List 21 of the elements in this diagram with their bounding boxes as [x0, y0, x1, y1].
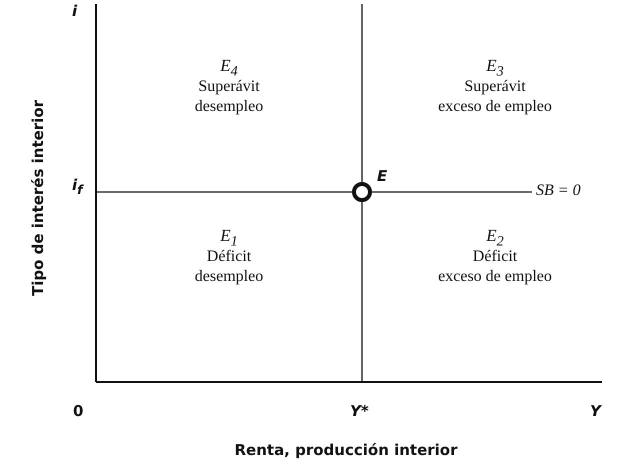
quadrant-label: E$_{2}$ — [486, 226, 504, 250]
quadrant-label: E$_{3}$ — [486, 56, 504, 80]
quadrant-label: E$_{1}$ — [220, 226, 238, 250]
quadrant-text: desempleo — [194, 268, 264, 286]
point-label: E — [377, 167, 388, 185]
axis-tick-label: Y* — [350, 402, 369, 420]
axis-tick-label: Y — [590, 402, 601, 420]
quadrant-text: desempleo — [194, 98, 264, 116]
axis-label: i$_{f}$ — [72, 176, 83, 197]
quadrant-text: Superávit — [198, 78, 260, 96]
quadrant-label: E$_{4}$ — [220, 56, 238, 80]
line-label: SB = 0 — [536, 182, 581, 200]
quadrant-text: exceso de empleo — [438, 268, 552, 286]
quadrant-text: Déficit — [472, 248, 518, 266]
axis-tick-label: 0 — [73, 402, 84, 420]
axis-label: i — [72, 2, 78, 20]
quadrant-text: Déficit — [206, 248, 252, 266]
quadrant-text: exceso de empleo — [438, 98, 552, 116]
axis-title: Renta, producción interior — [234, 441, 458, 459]
quadrant-text: Superávit — [464, 78, 526, 96]
axis-title: Tipo de interés interior — [29, 100, 47, 296]
